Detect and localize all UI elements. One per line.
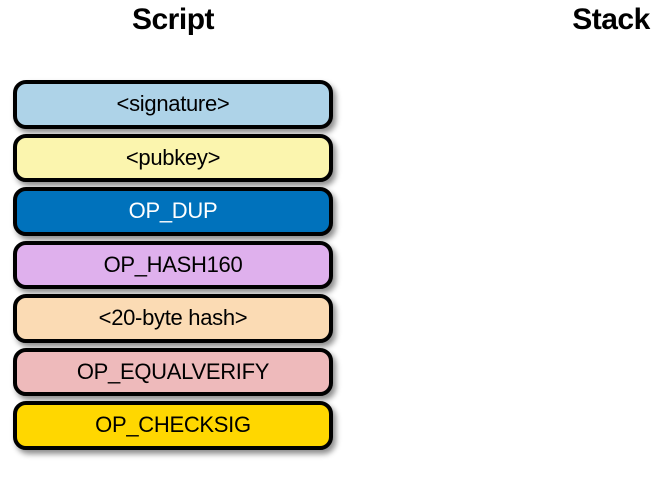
script-item-pubkey: <pubkey> bbox=[13, 133, 333, 182]
stack-item-area bbox=[500, 80, 657, 460]
script-item-op-checksig: OP_CHECKSIG bbox=[13, 401, 333, 450]
script-item-20-byte-hash: <20-byte hash> bbox=[13, 294, 333, 343]
script-item-signature: <signature> bbox=[13, 80, 333, 129]
script-item-op-dup: OP_DUP bbox=[13, 187, 333, 236]
script-item-op-hash160: OP_HASH160 bbox=[13, 240, 333, 289]
script-column-title: Script bbox=[131, 3, 215, 36]
script-item-op-equalverify: OP_EQUALVERIFY bbox=[13, 347, 333, 396]
stack-column-title: Stack bbox=[572, 3, 650, 36]
